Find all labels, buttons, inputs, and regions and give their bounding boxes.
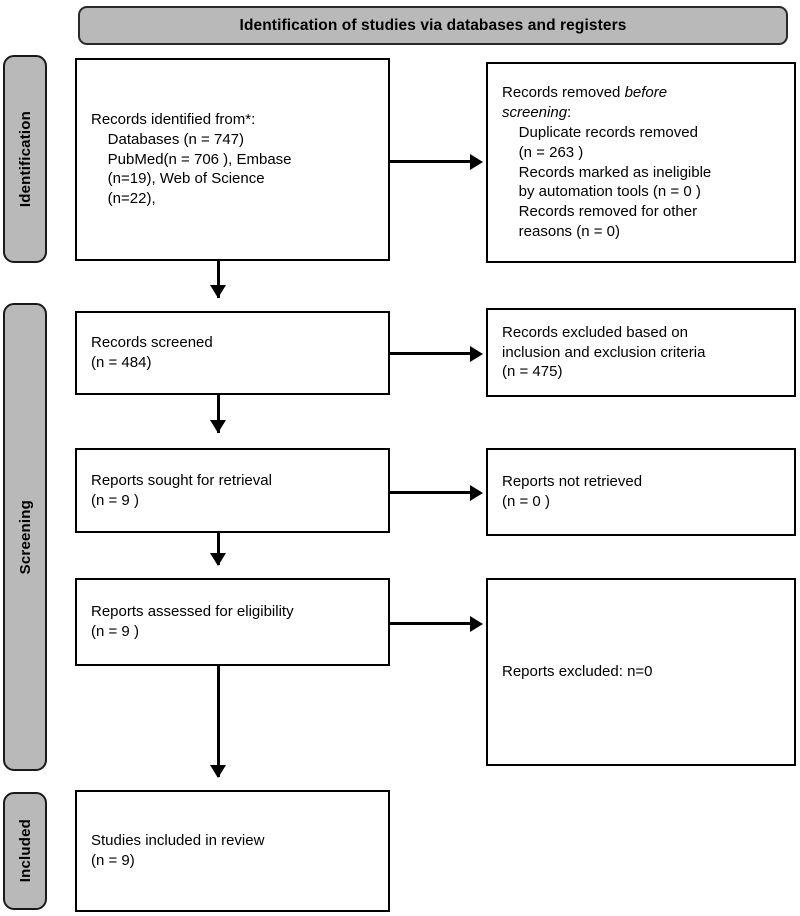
arrowhead-right-icon [470,346,483,362]
records-removed-line-6: by automation tools (n = 0 ) [502,183,701,201]
arrowhead-right-icon [470,485,483,501]
connector-assessed-to-reports-excluded [390,622,473,625]
arrowhead-down-icon [210,420,226,433]
stage-label-screening: Screening [16,499,34,575]
records-removed-line-8: reasons (n = 0) [502,223,620,241]
records-removed-line-4: (n = 263 ) [502,143,584,161]
records-excluded-line-2: inclusion and exclusion criteria [502,343,706,361]
connector-identified-to-removed [390,160,473,163]
box-records-identified: Records identified from*: Databases (n =… [75,58,390,261]
records-screened-line-2: (n = 484) [91,354,152,371]
stage-label-included: Included [16,819,34,883]
records-removed-line-1: Records removed before [502,83,668,101]
records-removed-line-2: screening: [502,103,572,121]
reports-excluded-line-1: Reports excluded: n=0 [502,663,653,681]
stage-bar-identification: Identification [3,55,47,263]
connector-identified-to-screened [217,261,220,298]
box-records-removed-before-screening: Records removed before screening: Duplic… [486,62,796,263]
reports-not-retrieved-line-1: Reports not retrieved [502,473,643,491]
records-identified-line-4: (n=19), Web of Science [91,170,265,188]
reports-sought-line-1: Reports sought for retrieval [91,471,272,489]
box-records-excluded: Records excluded based on inclusion and … [486,308,796,397]
arrowhead-down-icon [210,553,226,566]
connector-sought-to-assessed [217,533,220,565]
records-removed-line-3: Duplicate records removed [502,123,698,141]
records-excluded-line-1: Records excluded based on [502,323,688,341]
arrowhead-right-icon [470,154,483,170]
box-reports-sought-for-retrieval: Reports sought for retrieval (n = 9 ) [75,448,390,533]
connector-screened-to-excluded [390,352,473,355]
records-excluded-line-3: (n = 475) [502,363,563,381]
stage-bar-included: Included [3,792,47,910]
box-studies-included-in-review: Studies included in review (n = 9) [75,790,390,912]
diagram-header-banner: Identification of studies via databases … [78,6,788,45]
arrowhead-down-icon [210,285,226,298]
connector-screened-to-sought [217,395,220,433]
arrowhead-down-icon [210,765,226,778]
records-identified-line-2: Databases (n = 747) [91,130,245,148]
box-reports-excluded: Reports excluded: n=0 [486,578,796,766]
diagram-title: Identification of studies via databases … [239,16,627,34]
reports-sought-line-2: (n = 9 ) [91,491,139,509]
box-records-screened: Records screened (n = 484) [75,311,390,395]
records-identified-line-5: (n=22), [91,190,156,208]
records-identified-line-3: PubMed(n = 706 ), Embase [91,150,292,168]
connector-assessed-to-included [217,666,220,777]
reports-not-retrieved-line-2: (n = 0 ) [502,493,550,510]
studies-included-line-1: Studies included in review [91,832,265,850]
box-reports-assessed-for-eligibility: Reports assessed for eligibility (n = 9 … [75,578,390,666]
records-screened-line-1: Records screened [91,334,213,352]
records-removed-line-7: Records removed for other [502,203,698,221]
records-removed-line-5: Records marked as ineligible [502,163,712,181]
reports-assessed-line-2: (n = 9 ) [91,623,139,640]
records-identified-line-1: Records identified from*: [91,110,256,128]
stage-label-identification: Identification [16,110,34,208]
box-reports-not-retrieved: Reports not retrieved (n = 0 ) [486,448,796,536]
connector-sought-to-not-retrieved [390,491,473,494]
stage-bar-screening: Screening [3,303,47,771]
reports-assessed-line-1: Reports assessed for eligibility [91,603,294,621]
arrowhead-right-icon [470,616,483,632]
studies-included-line-2: (n = 9) [91,852,135,869]
